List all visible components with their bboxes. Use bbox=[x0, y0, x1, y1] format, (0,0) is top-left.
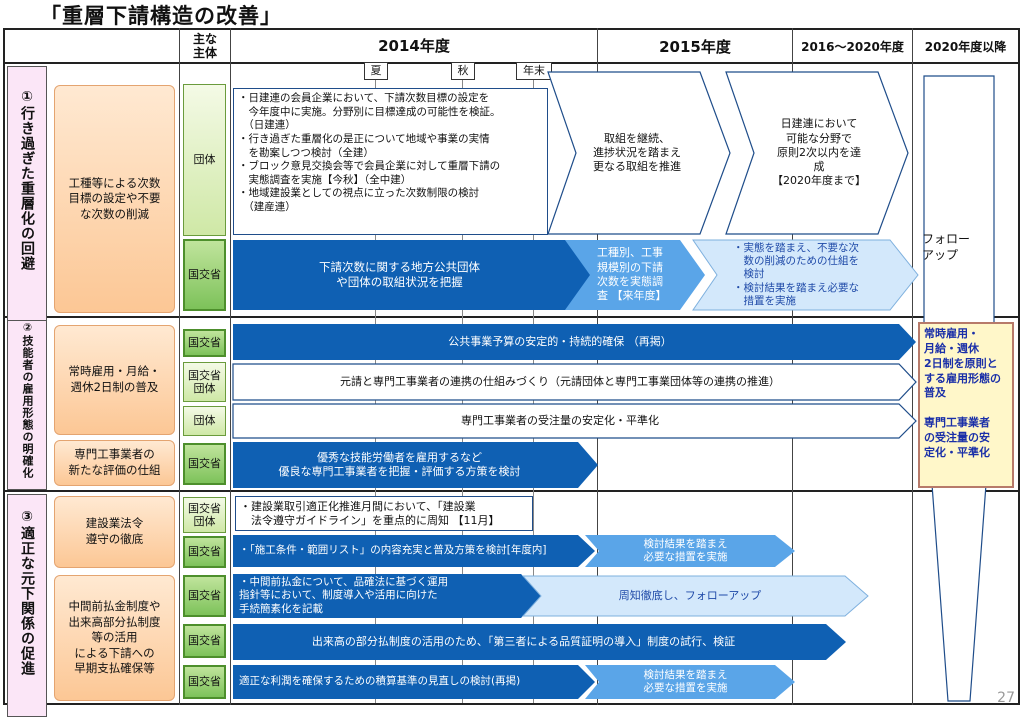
actor-mlit-r10: 国交省 bbox=[183, 624, 226, 658]
page-title: 「重層下請構造の改善」 bbox=[40, 4, 282, 28]
season-yearend-label: 年末 bbox=[516, 62, 552, 80]
topic-employment: 常時雇用・月給・ 週休2日制の普及 bbox=[54, 325, 175, 435]
r1-2016-chevron: 日建連において 可能な分野で 原則2次以内を達 成 【2020年度まで】 bbox=[725, 71, 909, 235]
section-3-label: ③適正な元下関係の促進 bbox=[7, 494, 47, 717]
header-2020-after: 2020年度以降 bbox=[924, 39, 1007, 54]
r8-arrow: ・「施工条件・範囲リスト」の内容充実と普及方策を検討[年度内] bbox=[233, 535, 595, 567]
r11-text: 適正な利潤を確保するための積算基準の見直しの検討(再掲) bbox=[239, 675, 521, 688]
r2-next-text: ・実態を踏まえ、不要な次 数の削減のための仕組を 検討 ・検討結果を踏まえ必要な… bbox=[733, 242, 859, 307]
page-number: 27 bbox=[997, 690, 1015, 706]
col-line-actor bbox=[179, 28, 180, 705]
table-top-border bbox=[3, 28, 1020, 30]
r10-arrow: 出来高の部分払制度の活用のため、「第三者による品質証明の導入」制度の試行、検証 bbox=[233, 624, 846, 660]
actor-mlit-r11: 国交省 bbox=[183, 665, 226, 699]
header-divider bbox=[3, 62, 1020, 64]
section-divider-1 bbox=[3, 316, 1020, 318]
r4-text: 元請と専門工事業者の連携の仕組みづくり（元請団体と専門工事業団体等の連携の推進） bbox=[340, 374, 780, 388]
r2-main-text: 下請次数に関する地方公共団体 や団体の取組状況を把握 bbox=[319, 260, 480, 289]
r8-next-text: 検討結果を踏まえ 必要な措置を実施 bbox=[643, 537, 728, 563]
season-autumn-label: 秋 bbox=[451, 62, 475, 80]
actor-mlit-r2: 国交省 bbox=[183, 239, 226, 311]
col-line-2020 bbox=[912, 28, 913, 705]
r5-order-arrow: 専門工事業者の受注量の安定化・平準化 bbox=[232, 403, 917, 439]
topic-evaluation: 専門工事業者の 新たな評価の仕組 bbox=[54, 440, 175, 486]
r3-budget-arrow: 公共事業予算の安定的・持続的確保 （再掲） bbox=[233, 324, 916, 360]
section-1-label: ①行き過ぎた重層化の回避 bbox=[7, 66, 47, 338]
r5-text: 専門工事業者の受注量の安定化・平準化 bbox=[461, 413, 659, 427]
r2-next-arrow: ・実態を踏まえ、不要な次 数の削減のための仕組を 検討 ・検討結果を踏まえ必要な… bbox=[692, 239, 919, 311]
actor-mlit-r3: 国交省 bbox=[183, 329, 226, 357]
header-2015: 2015年度 bbox=[659, 37, 731, 56]
r7-compliance-box: ・建設業取引適正化推進月間において、「建設業 法令遵守ガイドライン」を重点的に周… bbox=[235, 496, 533, 531]
r4-collab-arrow: 元請と専門工事業者の連携の仕組みづくり（元請団体と専門工事業団体等の連携の推進） bbox=[232, 363, 917, 401]
header-2016-2020: 2016～2020年度 bbox=[801, 39, 904, 54]
r1-2015-chevron: 取組を継続、 進捗状況を踏まえ 更なる取組を推進 bbox=[547, 71, 731, 235]
r8-text: ・「施工条件・範囲リスト」の内容充実と普及方策を検討[年度内] bbox=[239, 544, 547, 557]
table-left-border bbox=[3, 28, 5, 705]
followup-text: フォロー アップ bbox=[922, 232, 971, 262]
r6-evaluation-arrow: 優秀な技能労働者を雇用するなど 優良な専門工事業者を把握・評価する方策を検討 bbox=[233, 442, 598, 488]
2020-goals-box: 常時雇用・ 月給・週休 2日制を原則と する雇用形態の 普及 専門工事業者 の受… bbox=[918, 322, 1014, 488]
season-summer-label: 夏 bbox=[364, 62, 388, 80]
topic-subcontract-tiers: 工種等による次数 目標の設定や不要 な次数の削減 bbox=[54, 85, 175, 313]
r9-next-arrow: 周知徹底し、フォローアップ bbox=[521, 575, 869, 617]
r1-2016-text: 日建連において 可能な分野で 原則2次以内を達 成 【2020年度まで】 bbox=[772, 117, 866, 188]
r9-arrow: ・中間前払金について、品確法に基づく運用 指針等において、制度導入や活用に向けた… bbox=[233, 574, 543, 618]
r8-next-arrow: 検討結果を踏まえ 必要な措置を実施 bbox=[585, 535, 795, 567]
section-2-label: ②技能者の雇用形態の明確化 bbox=[7, 320, 47, 490]
actor-mlit-r8: 国交省 bbox=[183, 536, 226, 568]
actor-both-r4: 国交省 団体 bbox=[183, 362, 226, 402]
r9-next-text: 周知徹底し、フォローアップ bbox=[618, 588, 762, 602]
table-bottom-border bbox=[3, 703, 1020, 705]
r2-mlit-arrow: 下請次数に関する地方公共団体 や団体の取組状況を把握 bbox=[233, 240, 603, 310]
r1-2015-text: 取組を継続、 進捗状況を踏まえ 更なる取組を推進 bbox=[593, 131, 681, 174]
r11-arrow: 適正な利潤を確保するための積算基準の見直しの検討(再掲) bbox=[233, 665, 595, 699]
r6-text: 優秀な技能労働者を雇用するなど 優良な専門工事業者を把握・評価する方策を検討 bbox=[278, 450, 521, 478]
r3-text: 公共事業予算の安定的・持続的確保 （再掲） bbox=[448, 334, 672, 348]
r11-next-text: 検討結果を踏まえ 必要な措置を実施 bbox=[643, 668, 728, 694]
actor-mlit-r6: 国交省 bbox=[183, 443, 226, 485]
actor-org-r1: 団体 bbox=[183, 84, 226, 236]
actor-mlit-r9: 国交省 bbox=[183, 575, 226, 617]
r10-text: 出来高の部分払制度の活用のため、「第三者による品質証明の導入」制度の試行、検証 bbox=[311, 634, 736, 648]
header-2014: 2014年度 bbox=[378, 36, 450, 55]
r2-survey-text: 工種別、工事 規模別の下請 次数を実態調 査 【来年度】 bbox=[597, 246, 667, 303]
topic-compliance: 建設業法令 遵守の徹底 bbox=[54, 496, 175, 568]
section-divider-2 bbox=[3, 490, 1020, 492]
r11-next-arrow: 検討結果を踏まえ 必要な措置を実施 bbox=[585, 665, 795, 699]
actor-both-r7: 国交省 団体 bbox=[183, 497, 226, 533]
r9-text: ・中間前払金について、品確法に基づく運用 指針等において、制度導入や活用に向けた… bbox=[239, 575, 449, 615]
header-actor: 主な 主体 bbox=[192, 31, 217, 60]
topic-early-payment: 中間前払金制度や 出来高部分払制度 等の活用 による下請への 早期支払確保等 bbox=[54, 575, 175, 701]
r2-survey-arrow: 工種別、工事 規模別の下請 次数を実態調 査 【来年度】 bbox=[565, 240, 705, 310]
table-right-border bbox=[1018, 28, 1020, 705]
r1-org-initiatives-box: ・日建連の会員企業において、下請次数目標の設定を 今年度中に実施。分野別に目標達… bbox=[233, 88, 548, 235]
actor-org-r5: 団体 bbox=[183, 406, 226, 436]
col-line-2014 bbox=[230, 28, 231, 705]
